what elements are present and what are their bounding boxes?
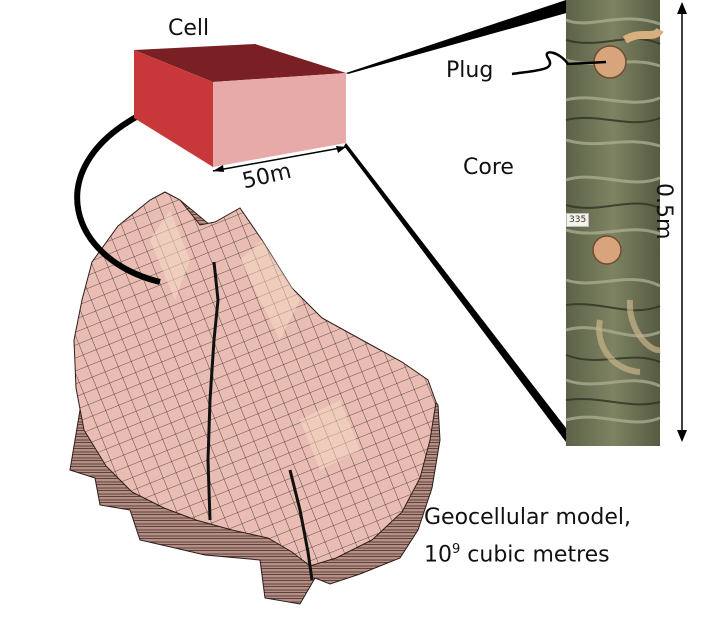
- model-volume-unit: cubic metres: [460, 542, 610, 568]
- cell-side-face: [134, 50, 213, 167]
- cell-to-model-connector: [74, 113, 161, 285]
- model-ridge-highlight: [240, 240, 300, 340]
- model-caption-line2: 109 cubic metres: [424, 534, 631, 571]
- model-fault: [206, 261, 220, 521]
- cell-label: Cell: [168, 16, 210, 41]
- core-plug-lower: [592, 235, 622, 265]
- cell-front-face: [213, 73, 346, 167]
- model-volume-exponent: 9: [452, 542, 461, 557]
- cell-width-dimension: [212, 146, 347, 172]
- model-caption: Geocellular model, 109 cubic metres: [424, 502, 631, 571]
- core-label: Core: [463, 155, 514, 180]
- geocellular-model: [69, 191, 441, 605]
- model-ridge-highlight: [300, 400, 360, 470]
- model-top-surface: [73, 191, 437, 567]
- core-sample-tag: 335: [566, 213, 590, 227]
- model-fault: [288, 469, 314, 581]
- cell-cube: [134, 44, 346, 167]
- cell-to-core-upper-connector: [346, 0, 570, 74]
- cell-top-face: [134, 44, 346, 82]
- plug-label: Plug: [446, 58, 494, 83]
- cell-to-core-lower-connector: [344, 143, 566, 442]
- core-length-dimension: [677, 2, 687, 442]
- model-ridge-highlight: [150, 210, 190, 300]
- plug-pointer: [511, 51, 607, 76]
- model-volume-base: 10: [424, 542, 452, 568]
- core-length-label: 0.5m: [651, 183, 676, 240]
- model-caption-line1: Geocellular model,: [424, 505, 631, 530]
